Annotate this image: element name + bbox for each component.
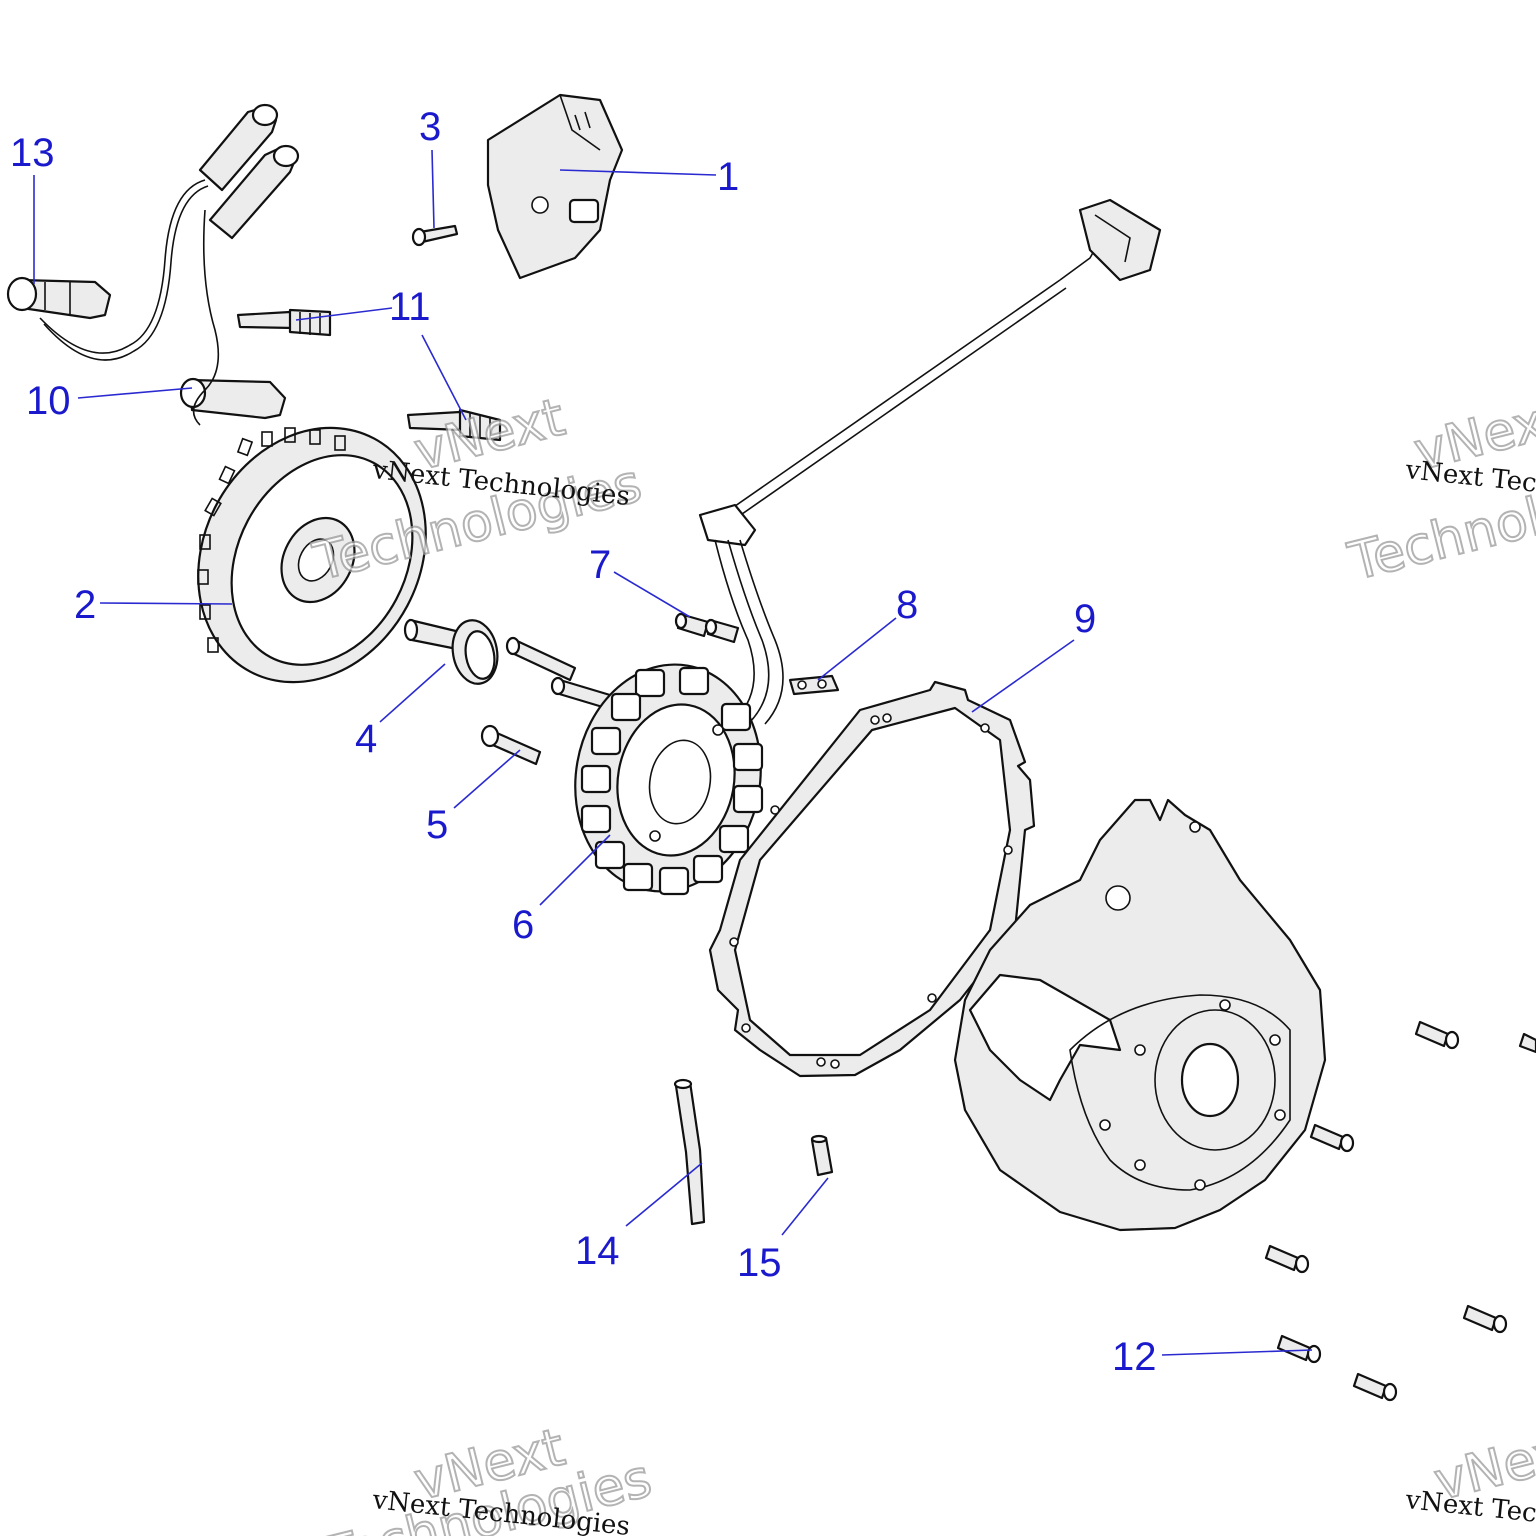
part-4-starter-gear xyxy=(403,618,499,685)
leader-1 xyxy=(559,169,717,176)
leader-4 xyxy=(379,663,446,723)
leader-11b xyxy=(421,334,467,421)
callout-2: 2 xyxy=(74,583,96,627)
part-bolt-pair xyxy=(505,636,612,710)
part-14-hose xyxy=(673,1078,706,1226)
callout-8: 8 xyxy=(896,583,918,627)
part-1-control-module xyxy=(486,93,624,280)
stator-wire-harness xyxy=(698,198,1162,725)
leader-11a xyxy=(295,307,393,321)
part-13-spark-plug-cap xyxy=(6,276,112,320)
leader-12 xyxy=(1161,1349,1313,1356)
leader-8 xyxy=(817,617,897,681)
callout-3: 3 xyxy=(419,105,441,149)
flywheel-cover-housing xyxy=(953,798,1327,1232)
leader-9 xyxy=(971,639,1075,713)
callout-10: 10 xyxy=(26,379,71,423)
part-11-spark-plug-upper xyxy=(236,308,332,337)
part-6-stator xyxy=(574,663,764,896)
part-8-grommet-plate xyxy=(788,674,840,696)
callout-15: 15 xyxy=(737,1241,782,1285)
part-15-tube xyxy=(810,1134,834,1177)
part-12-cover-bolts xyxy=(1264,1020,1536,1402)
part-11-spark-plug-lower xyxy=(406,408,502,442)
callout-6: 6 xyxy=(512,903,534,947)
part-3-screw xyxy=(411,224,459,247)
part-2-flywheel xyxy=(197,426,427,684)
callout-1: 1 xyxy=(717,155,739,199)
part-5-bolt xyxy=(480,724,542,766)
part-7-screws xyxy=(674,612,740,644)
callout-13: 13 xyxy=(10,131,55,175)
callout-11: 11 xyxy=(389,285,431,329)
leader-15 xyxy=(781,1177,829,1236)
callout-12: 12 xyxy=(1112,1335,1157,1379)
leader-5 xyxy=(453,749,521,809)
leader-6 xyxy=(539,834,611,906)
leader-2 xyxy=(99,602,233,605)
leader-7 xyxy=(613,571,691,618)
callout-5: 5 xyxy=(426,803,448,847)
callout-9: 9 xyxy=(1074,597,1096,641)
leader-3 xyxy=(431,149,435,229)
part-9-gasket xyxy=(708,680,1036,1078)
callout-14: 14 xyxy=(575,1229,620,1273)
callout-7: 7 xyxy=(589,543,611,587)
leader-14 xyxy=(625,1162,703,1227)
part-13-lead-wire xyxy=(39,103,279,361)
leader-10 xyxy=(77,387,193,399)
callout-4: 4 xyxy=(355,717,377,761)
leader-lines xyxy=(33,149,1313,1356)
callout-labels: 1 2 3 4 5 6 7 8 9 10 11 12 13 14 15 xyxy=(10,105,1157,1379)
part-10-spark-plug-cap xyxy=(179,144,300,426)
